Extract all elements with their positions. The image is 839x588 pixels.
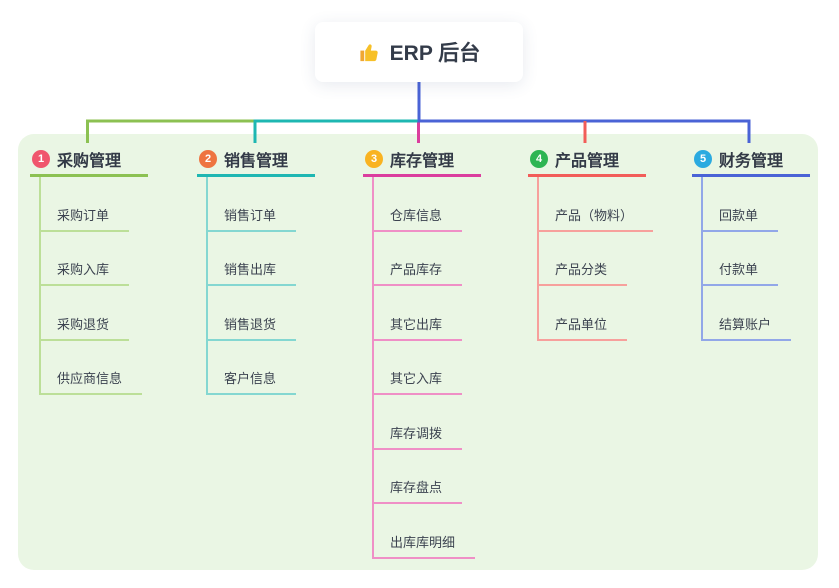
branch-number-badge: 5	[694, 150, 712, 168]
child-node-purchase-inbound[interactable]: 采购入库	[39, 259, 130, 286]
child-node-product-material[interactable]: 产品（物料）	[537, 205, 654, 232]
branch-children: 回款单 付款单 结算账户	[692, 177, 810, 341]
branch-number-badge: 4	[530, 150, 548, 168]
branch-children-connector	[372, 177, 374, 559]
child-node-product-stock[interactable]: 产品库存	[372, 259, 463, 286]
child-node-customer-info[interactable]: 客户信息	[206, 368, 297, 395]
child-node-stock-check[interactable]: 库存盘点	[372, 477, 463, 504]
branch-node-purchase[interactable]: 1 采购管理	[30, 144, 148, 177]
branches-panel	[18, 134, 818, 570]
child-node-sales-outbound[interactable]: 销售出库	[206, 259, 297, 286]
child-node-receipt-bill[interactable]: 回款单	[701, 205, 779, 232]
connector-branch-1	[86, 119, 257, 143]
branch-finance: 5 财务管理 回款单 付款单 结算账户	[692, 144, 810, 341]
branch-children-connector	[701, 177, 703, 341]
branch-children-connector	[39, 177, 41, 395]
branch-node-inventory[interactable]: 3 库存管理	[363, 144, 481, 177]
branch-label: 销售管理	[224, 153, 289, 170]
branch-inventory: 3 库存管理 仓库信息 产品库存 其它出库 其它入库 库存调拨 库存盘点 出库库…	[363, 144, 481, 559]
connector-branch-2	[253, 119, 421, 143]
branch-number-badge: 1	[32, 150, 50, 168]
branch-children-connector	[537, 177, 539, 341]
branch-node-finance[interactable]: 5 财务管理	[692, 144, 810, 177]
branch-label: 采购管理	[57, 153, 122, 170]
child-node-supplier-info[interactable]: 供应商信息	[39, 368, 143, 395]
branch-children: 仓库信息 产品库存 其它出库 其它入库 库存调拨 库存盘点 出库库明细	[363, 177, 481, 559]
child-node-warehouse-info[interactable]: 仓库信息	[372, 205, 463, 232]
branch-label: 库存管理	[390, 153, 455, 170]
branch-label: 财务管理	[719, 153, 784, 170]
child-node-purchase-order[interactable]: 采购订单	[39, 205, 130, 232]
branch-purchase: 1 采购管理 采购订单 采购入库 采购退货 供应商信息	[30, 144, 148, 395]
child-node-other-outbound[interactable]: 其它出库	[372, 314, 463, 341]
branch-product: 4 产品管理 产品（物料） 产品分类 产品单位	[528, 144, 654, 341]
connector-branch-5	[417, 119, 751, 143]
branch-children: 销售订单 销售出库 销售退货 客户信息	[197, 177, 315, 395]
child-node-settlement-account[interactable]: 结算账户	[701, 314, 792, 341]
root-label: ERP 后台	[389, 42, 481, 65]
child-node-payment-bill[interactable]: 付款单	[701, 259, 779, 286]
branch-children: 产品（物料） 产品分类 产品单位	[528, 177, 654, 341]
branch-node-product[interactable]: 4 产品管理	[528, 144, 646, 177]
branch-children-connector	[206, 177, 208, 395]
child-node-sales-order[interactable]: 销售订单	[206, 205, 297, 232]
child-node-other-inbound[interactable]: 其它入库	[372, 368, 463, 395]
root-node[interactable]: ERP 后台	[315, 22, 523, 82]
thumbs-up-icon	[358, 41, 381, 64]
child-node-product-category[interactable]: 产品分类	[537, 259, 628, 286]
branch-number-badge: 3	[365, 150, 383, 168]
child-node-sales-return[interactable]: 销售退货	[206, 314, 297, 341]
child-node-product-unit[interactable]: 产品单位	[537, 314, 628, 341]
branch-children: 采购订单 采购入库 采购退货 供应商信息	[30, 177, 148, 395]
branch-label: 产品管理	[555, 153, 620, 170]
child-node-stock-transfer[interactable]: 库存调拨	[372, 423, 463, 450]
branch-sales: 2 销售管理 销售订单 销售出库 销售退货 客户信息	[197, 144, 315, 395]
branch-number-badge: 2	[199, 150, 217, 168]
child-node-outbound-detail[interactable]: 出库库明细	[372, 532, 476, 559]
child-node-purchase-return[interactable]: 采购退货	[39, 314, 130, 341]
branch-node-sales[interactable]: 2 销售管理	[197, 144, 315, 177]
